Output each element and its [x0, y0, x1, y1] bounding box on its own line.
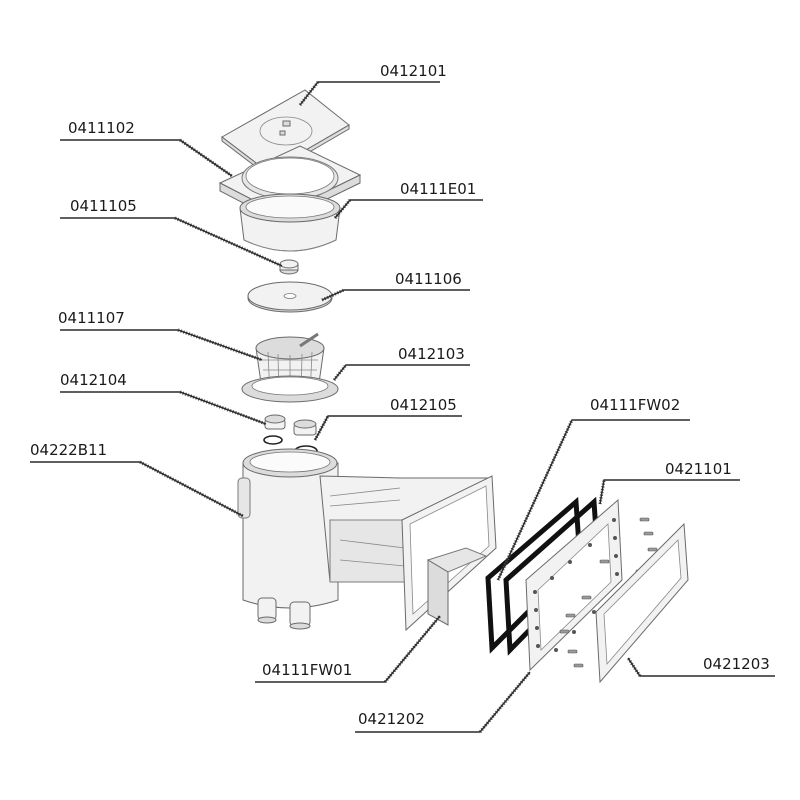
label-0411105: 0411105: [70, 197, 137, 215]
part-collar-ring: [239, 193, 341, 252]
part-disc: [247, 281, 333, 313]
label-0411102: 0411102: [68, 119, 135, 137]
part-small-knob: [279, 259, 299, 275]
label-0421202: 0421202: [358, 710, 425, 728]
label-0412104: 0412104: [60, 371, 127, 389]
label-0421203: 0421203: [703, 655, 770, 673]
leader-lines: [30, 81, 775, 734]
label-0412105: 0412105: [390, 396, 457, 414]
part-labels: 0412101 0411102 04111E01 0411105 0411106…: [30, 62, 770, 728]
part-cover-frame: [595, 522, 689, 684]
label-0411106: 0411106: [395, 270, 462, 288]
label-0421101: 0421101: [665, 460, 732, 478]
label-0411107: 0411107: [58, 309, 125, 327]
label-04222B11: 04222B11: [30, 441, 107, 459]
part-basket-ring: [241, 375, 339, 403]
part-flange-frame: [525, 498, 623, 672]
label-04111E01: 04111E01: [400, 180, 476, 198]
label-0412101: 0412101: [380, 62, 447, 80]
part-skimmer-body: [237, 448, 497, 632]
label-04111FW02: 04111FW02: [590, 396, 680, 414]
label-04111FW01: 04111FW01: [262, 661, 352, 679]
label-0412103: 0412103: [398, 345, 465, 363]
